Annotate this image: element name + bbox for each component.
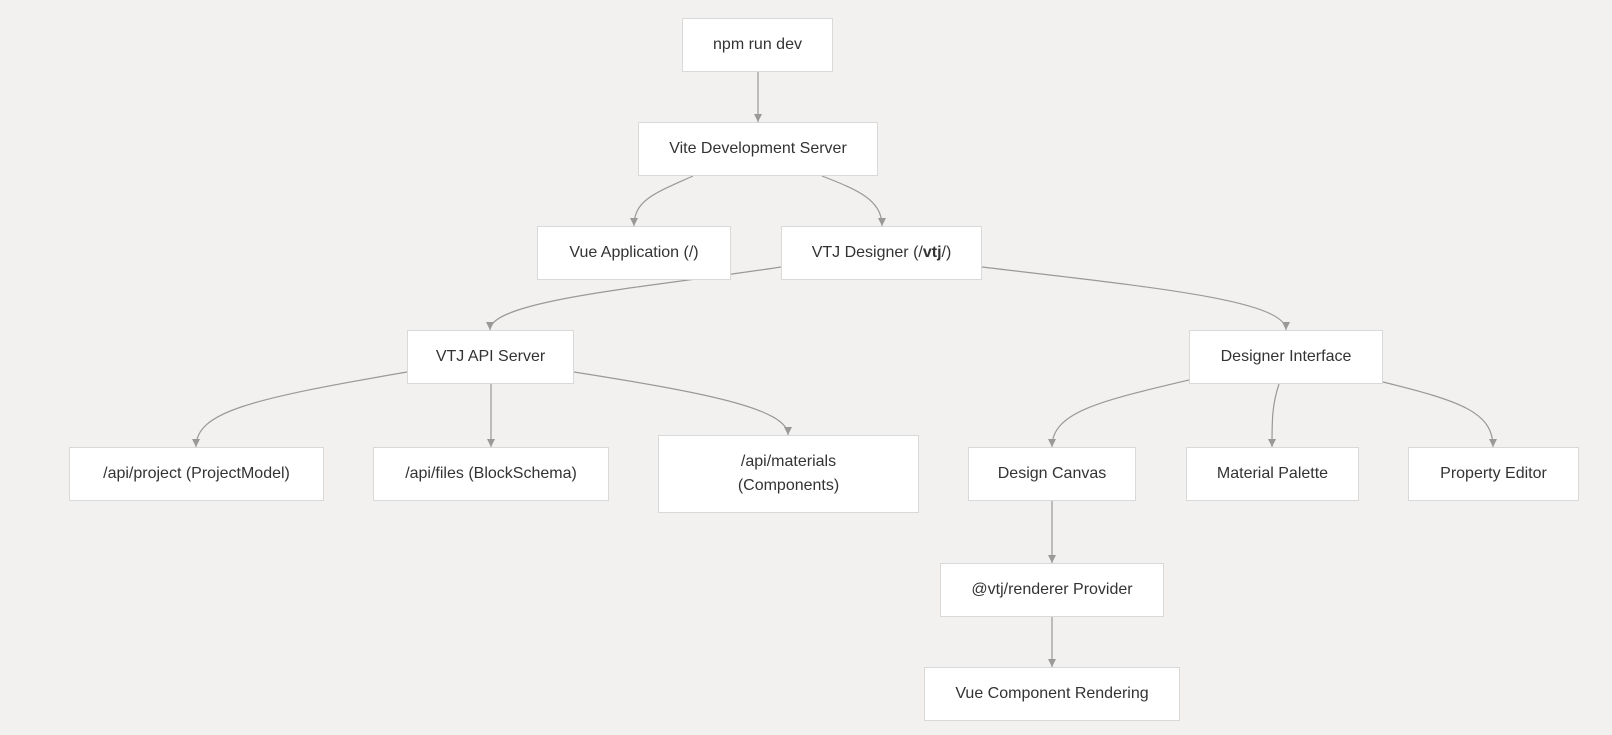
label-suffix: /) — [941, 244, 952, 261]
node-design-canvas: Design Canvas — [968, 447, 1136, 501]
node-label: Property Editor — [1440, 465, 1547, 482]
node-label: Design Canvas — [997, 465, 1107, 482]
node-designer-interface: Designer Interface — [1189, 330, 1383, 384]
node-label: @vtj/renderer Provider — [971, 581, 1133, 598]
edge-designer-interface-to-material-palette — [1268, 383, 1280, 448]
node-label: Material Palette — [1216, 465, 1329, 482]
node-label: VTJ API Server — [435, 348, 546, 365]
node-vtj-api-server: VTJ API Server — [407, 330, 574, 384]
edge-designer-interface-to-design-canvas — [1048, 379, 1190, 448]
edge-vtj-designer-to-designer-interface — [981, 266, 1290, 331]
node-label: Vue Application (/) — [569, 244, 699, 261]
node-api-materials: /api/materials (Components) — [658, 435, 919, 513]
node-renderer-provider: @vtj/renderer Provider — [940, 563, 1164, 617]
edge-api-server-to-api-project — [192, 371, 408, 448]
node-api-files: /api/files (BlockSchema) — [373, 447, 609, 501]
node-label: Designer Interface — [1220, 348, 1352, 365]
node-vite-development-server: Vite Development Server — [638, 122, 878, 176]
node-property-editor: Property Editor — [1408, 447, 1579, 501]
edge-vite-server-to-vue-app — [630, 175, 694, 227]
node-label: /api/files (BlockSchema) — [405, 465, 577, 482]
edge-designer-interface-to-property-editor — [1382, 381, 1497, 448]
label-line-2: (Components) — [737, 477, 840, 494]
node-vue-application: Vue Application (/) — [537, 226, 731, 280]
edge-vite-server-to-vtj-designer — [821, 175, 886, 227]
label-bold: vtj — [922, 244, 942, 261]
node-api-project: /api/project (ProjectModel) — [69, 447, 324, 501]
edge-api-server-to-api-materials — [573, 371, 792, 436]
node-label: npm run dev — [713, 36, 802, 53]
label-prefix: VTJ Designer (/ — [811, 244, 923, 261]
label-line-1: /api/materials — [740, 453, 837, 470]
node-vue-component-rendering: Vue Component Rendering — [924, 667, 1180, 721]
node-label: /api/project (ProjectModel) — [103, 465, 290, 482]
node-label: Vue Component Rendering — [955, 685, 1149, 702]
node-label: Vite Development Server — [669, 140, 847, 157]
node-npm-run-dev: npm run dev — [682, 18, 833, 72]
node-label: /api/materials (Components) — [732, 450, 845, 498]
node-material-palette: Material Palette — [1186, 447, 1359, 501]
node-label: VTJ Designer (/vtj/) — [806, 241, 958, 265]
node-vtj-designer: VTJ Designer (/vtj/) — [781, 226, 982, 280]
